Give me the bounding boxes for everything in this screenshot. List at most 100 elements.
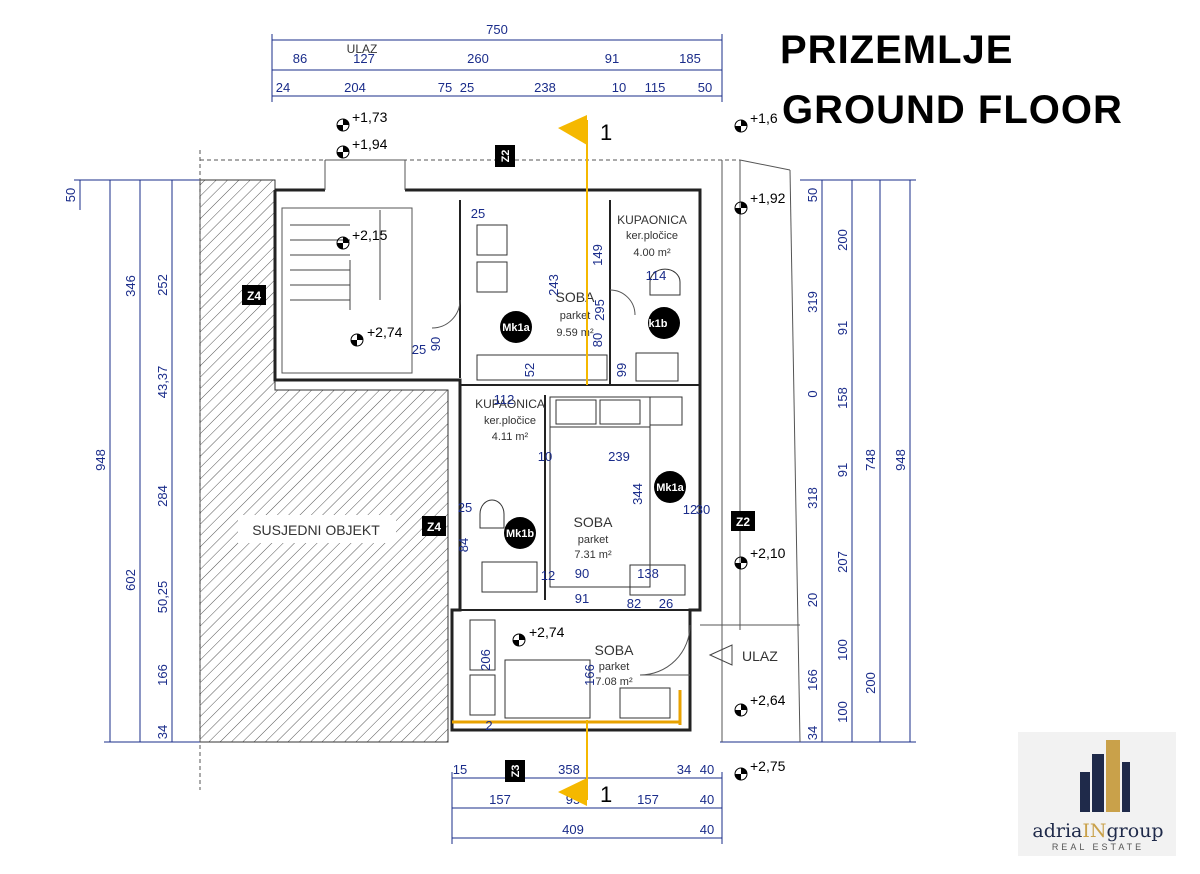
room-bath2-area: 4.11 m² <box>492 431 529 443</box>
neighbor-label: SUSJEDNI OBJEKT <box>252 522 380 538</box>
dim-bot-r1-0: 15 <box>453 762 467 777</box>
dim-right-f-4: 91 <box>835 463 850 477</box>
svg-text:149: 149 <box>590 244 605 266</box>
marker-mk1b: Mk1b <box>506 528 534 540</box>
section-label-bottom: 1 <box>600 782 612 807</box>
svg-text:206: 206 <box>478 649 493 671</box>
svg-text:239: 239 <box>608 449 630 464</box>
element-markers: Mk1a k1b Mk1a Mk1b Z2 Z4 Z4 Z2 Z3 <box>242 145 755 782</box>
level-marker-icon <box>734 703 748 717</box>
right-dimensions <box>720 179 916 743</box>
entrance-label: ULAZ <box>742 648 778 664</box>
marker-mk1a-2: Mk1a <box>656 482 684 494</box>
dim-left-in-3: 284 <box>155 485 170 507</box>
walls <box>273 188 702 732</box>
svg-text:10: 10 <box>538 449 552 464</box>
thin-lines <box>199 150 801 790</box>
dim-top-r3-3: 25 <box>460 80 474 95</box>
svg-text:344: 344 <box>630 483 645 505</box>
level-marker-icon <box>734 556 748 570</box>
dim-bot-r1-2: 34 <box>677 762 691 777</box>
dim-right-third-0: 319 <box>805 291 820 313</box>
svg-text:91: 91 <box>575 591 589 606</box>
room-bath1-floor: ker.pločice <box>626 230 678 242</box>
svg-text:112: 112 <box>494 392 515 407</box>
svg-text:+2,15: +2,15 <box>352 227 388 243</box>
svg-text:114: 114 <box>646 268 667 283</box>
marker-z4-top: Z4 <box>247 289 261 303</box>
fixtures <box>469 224 686 719</box>
dim-right-f-5: 207 <box>835 551 850 573</box>
svg-text:80: 80 <box>590 333 605 347</box>
dim-top-r3-4: 238 <box>534 80 556 95</box>
marker-z2-top: Z2 <box>500 150 512 163</box>
marker-z3: Z3 <box>510 765 522 778</box>
svg-text:25: 25 <box>471 206 485 221</box>
dim-left-in-2: 43,37 <box>155 366 170 399</box>
section-label-top: 1 <box>600 120 612 145</box>
brand-subtitle: REAL ESTATE <box>1051 842 1145 852</box>
marker-k1b: k1b <box>649 318 668 330</box>
room-3-floor: parket <box>599 661 630 673</box>
dim-right-f-3: 158 <box>835 387 850 409</box>
marker-mk1a: Mk1a <box>502 322 530 334</box>
svg-text:2: 2 <box>485 718 492 733</box>
dim-top-r2-3: 91 <box>605 51 619 66</box>
dim-left-in-0: 50 <box>63 188 78 202</box>
level-marker-icon <box>734 767 748 781</box>
svg-text:166: 166 <box>582 664 597 686</box>
left-dimensions <box>74 179 200 743</box>
room-bath1-name: KUPAONICA <box>617 213 687 227</box>
svg-text:+1,6: +1,6 <box>750 110 778 126</box>
staircase <box>290 210 381 310</box>
svg-text:52: 52 <box>522 363 537 377</box>
room-1-floor: parket <box>560 310 591 322</box>
dim-bot-r1-1: 358 <box>558 762 580 777</box>
dim-bot-r2-2: 157 <box>637 792 659 807</box>
dim-left-mid-1: 602 <box>123 569 138 591</box>
svg-text:+1,92: +1,92 <box>750 190 786 206</box>
room-1-name: SOBA <box>556 289 596 305</box>
dim-top-r2-0: 86 <box>293 51 307 66</box>
room-bath1-area: 4.00 m² <box>633 247 671 259</box>
dim-top-r3-5: 10 <box>612 80 626 95</box>
svg-text:90: 90 <box>575 566 589 581</box>
level-marker-icon <box>512 633 526 647</box>
svg-text:30: 30 <box>696 502 710 517</box>
ulaz-top: ULAZ <box>347 42 378 56</box>
dim-top-r3-1: 204 <box>344 80 366 95</box>
dim-top-r2-4: 185 <box>679 51 701 66</box>
dim-top-r2-1: 127 <box>353 51 375 66</box>
room-3-area: 7.08 m² <box>595 676 633 688</box>
level-marker-icon <box>734 201 748 215</box>
dim-top-r3-0: 24 <box>276 80 290 95</box>
interior-dims: 149 243 114 295 80 99 52 90 112 239 344 … <box>412 206 710 733</box>
dim-left-mid-0: 346 <box>123 275 138 297</box>
title-prizemlje: PRIZEMLJE <box>780 28 1014 72</box>
svg-text:243: 243 <box>546 274 561 296</box>
svg-text:12: 12 <box>683 502 697 517</box>
dim-bot-r3-1: 40 <box>700 822 714 837</box>
title-ground-floor: GROUND FLOOR <box>782 88 1123 132</box>
svg-text:82: 82 <box>627 596 641 611</box>
svg-text:90: 90 <box>428 337 443 351</box>
room-2-area: 7.31 m² <box>574 549 612 561</box>
dim-bot-r2-3: 40 <box>700 792 714 807</box>
level-markers: +1,73 +1,94 +2,15 +2,74 +1,6 +1,92 +2,10… <box>336 109 786 781</box>
dim-top-r3-7: 50 <box>698 80 712 95</box>
dim-top-r3-6: 115 <box>645 80 666 95</box>
level-marker-icon <box>336 145 350 159</box>
svg-text:+2,74: +2,74 <box>529 624 565 640</box>
marker-z2-mid: Z2 <box>736 515 750 529</box>
section-arrow-top-icon <box>558 115 587 145</box>
entrance-arrow-icon <box>708 644 733 666</box>
room-bath2-floor: ker.pločice <box>484 415 536 427</box>
dim-right-f-8: 166 <box>805 669 820 691</box>
svg-text:+2,10: +2,10 <box>750 545 786 561</box>
dim-top-r2-2: 260 <box>467 51 489 66</box>
dim-right-second: 748 <box>863 449 878 471</box>
dim-right-third-1: 318 <box>805 487 820 509</box>
svg-text:+2,75: +2,75 <box>750 758 786 774</box>
buildings-icon <box>1080 740 1130 812</box>
